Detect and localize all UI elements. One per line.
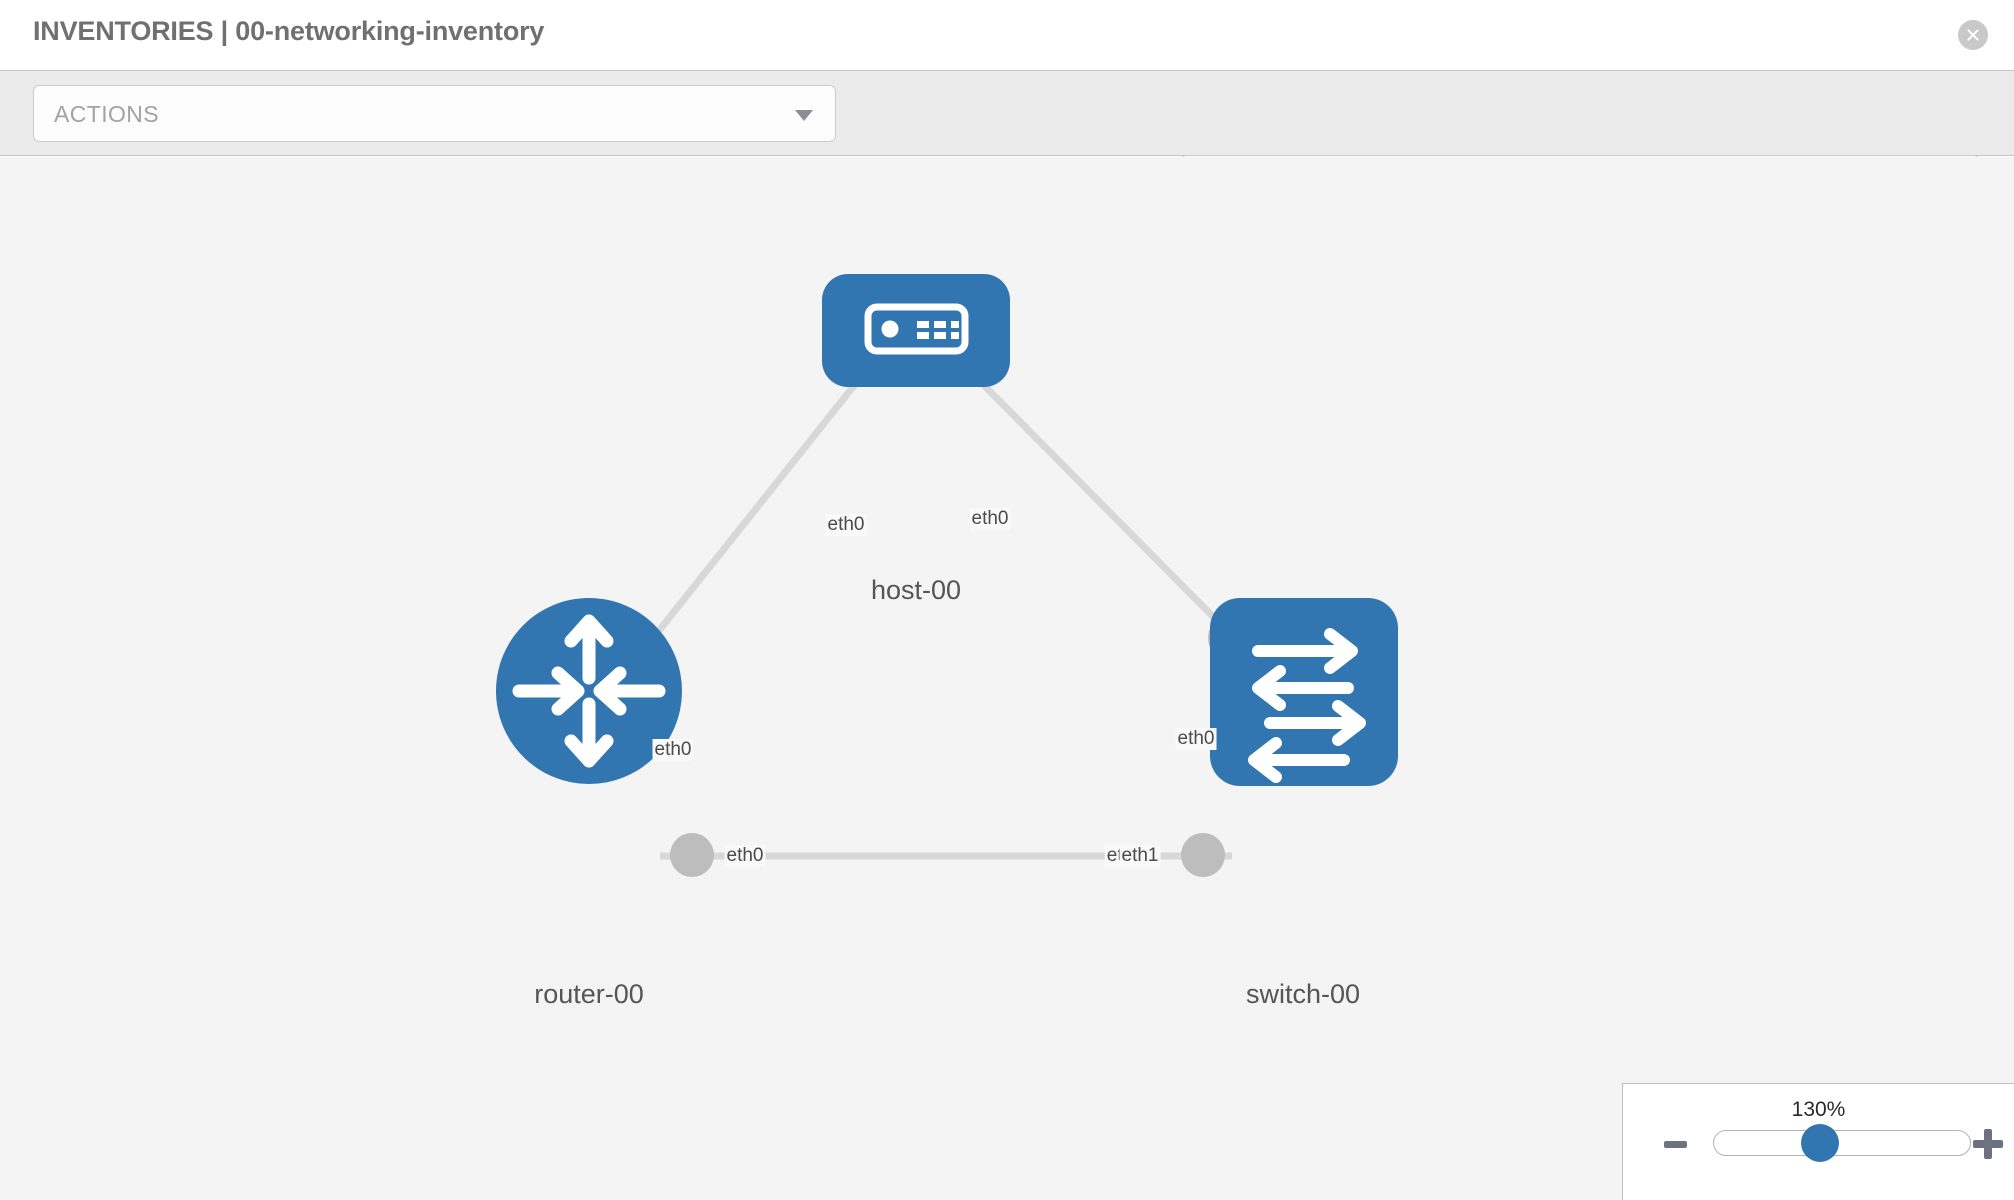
node-label-router-00: router-00: [532, 979, 646, 1010]
zoom-slider-thumb[interactable]: [1801, 1124, 1839, 1162]
toolbar: ACTIONS SEARCH: [0, 70, 2014, 211]
interface-nubs: [670, 323, 1258, 877]
iface-label-router00-eth0-up: eth0: [652, 739, 694, 761]
node-host-00[interactable]: [822, 274, 1010, 387]
switch-arrows-icon: [1248, 628, 1366, 783]
node-router-00[interactable]: [496, 598, 682, 784]
iface-label-host00-eth0-left: eth0: [825, 514, 867, 536]
node-switch-00[interactable]: [1210, 598, 1398, 786]
server-icon: [864, 303, 969, 355]
chevron-down-icon: [795, 110, 813, 121]
node-label-host-00: host-00: [868, 575, 964, 606]
iface-label-switch00-eth1: eth1: [1119, 845, 1161, 867]
zoom-slider-track[interactable]: [1713, 1130, 1971, 1156]
router-arrows-icon: [512, 614, 666, 768]
zoom-out-button[interactable]: [1664, 1141, 1687, 1148]
close-icon: [1967, 29, 1979, 41]
iface-label-router00-eth0: eth0: [724, 845, 766, 867]
page-title: INVENTORIES | 00-networking-inventory: [33, 16, 545, 46]
iface-nub-router00-eth0[interactable]: [670, 833, 714, 877]
zoom-in-button[interactable]: [1973, 1129, 2003, 1159]
zoom-control-panel: 130%: [1622, 1083, 2014, 1200]
actions-dropdown-label: ACTIONS: [54, 101, 160, 127]
iface-label-switch00-eth0-up: eth0: [1175, 728, 1217, 750]
zoom-percent-label: 130%: [1791, 1098, 1846, 1121]
topology-canvas[interactable]: host-00 router-00 switch-00 eth0 eth0 et…: [0, 157, 2014, 1200]
link-host00-switch00[interactable]: [949, 350, 1253, 657]
actions-dropdown[interactable]: ACTIONS: [33, 85, 836, 142]
iface-nub-switch00-eth1[interactable]: [1181, 833, 1225, 877]
close-button[interactable]: [1958, 20, 1988, 50]
page-header: INVENTORIES | 00-networking-inventory: [0, 0, 2014, 70]
link-host00-router00[interactable]: [631, 350, 883, 665]
iface-label-host00-eth0-right: eth0: [969, 508, 1011, 530]
node-label-switch-00: switch-00: [1243, 979, 1363, 1010]
topology-graph: [496, 274, 1398, 877]
